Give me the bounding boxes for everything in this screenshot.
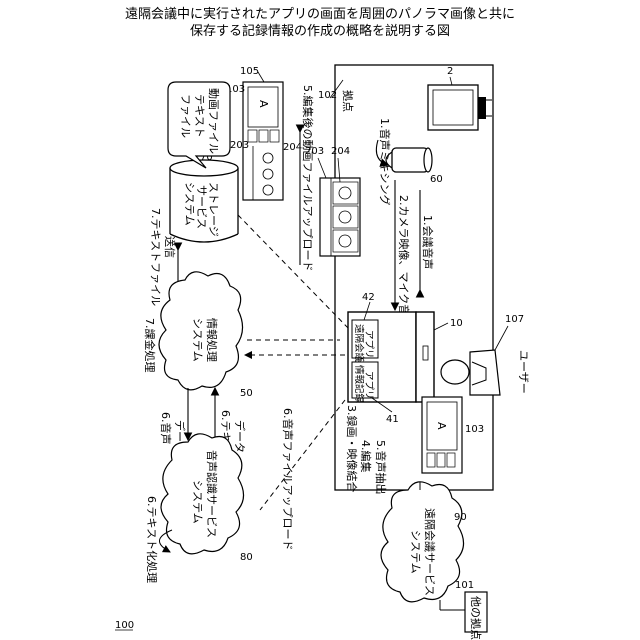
speech-label-2: システム	[191, 480, 204, 524]
ref-204-upper: 204	[283, 142, 302, 153]
step-4-edit: 4.編集	[359, 440, 373, 473]
step-1-mixing: 1.音声ミキシング	[378, 118, 392, 206]
ref-42: 42	[362, 292, 375, 303]
step-7-send-b: 送信	[163, 236, 177, 258]
app-conf-line2: アプリ	[363, 330, 374, 359]
ref-105: 105	[240, 66, 259, 77]
other-site-label: 他の拠点	[469, 596, 482, 640]
ref-103-lower: 103	[465, 424, 484, 435]
step-6-audio-upload: 6.音声ファイルアップロード	[281, 408, 295, 551]
ref-80: 80	[240, 552, 253, 563]
ref-101: 101	[455, 580, 474, 591]
ref-107: 107	[505, 314, 524, 325]
files-label-1: 動画ファイル	[207, 88, 221, 154]
step-2-camera-mic: 2.カメラ映像、マイク音声	[397, 195, 411, 326]
user-label: ユーザー	[517, 350, 530, 394]
step-6-audio-a: 6.音声	[159, 412, 173, 445]
info-label-2: システム	[191, 318, 204, 362]
conf-label-1: 遠隔会議サービス	[423, 508, 437, 596]
info-label-1: 情報処理	[205, 318, 218, 362]
speech-label-1: 音声認識サービス	[205, 450, 219, 538]
screen-letter-lower: A	[435, 422, 448, 430]
step-3-record: 3.録画・映像結合	[345, 405, 359, 493]
display-screen-icon	[422, 397, 462, 473]
step-7-billing: 7.課金処理	[143, 318, 157, 373]
files-label-2: テキスト	[193, 94, 206, 138]
ref-204-mid: 204	[331, 146, 350, 157]
ref-203-upper: 203	[230, 140, 249, 151]
ref-50: 50	[240, 388, 253, 399]
storage-label-3: システム	[183, 182, 196, 226]
site-label: 拠点	[341, 90, 354, 112]
step-5-extract: 5.音声抽出	[374, 440, 388, 495]
audio-upload-link	[260, 400, 345, 510]
ref-10: 10	[450, 318, 463, 329]
step-5-video-upload: 5.編集後の動画ファイルアップロード	[301, 85, 315, 272]
ref-2: 2	[447, 66, 453, 77]
ref-90: 90	[454, 512, 467, 523]
files-label-3: ファイル	[179, 94, 192, 138]
step-6-text-b: データ	[233, 420, 247, 453]
step-1-meeting-audio: 1.会議音声	[421, 215, 435, 270]
ref-41: 41	[386, 414, 399, 425]
monitor-icon	[428, 85, 492, 130]
panorama-video-frames	[320, 178, 360, 256]
user-icon	[441, 350, 500, 395]
ref-60: 60	[430, 174, 443, 185]
step-7-send-a: 7.テキストファイル	[149, 208, 162, 306]
conf-label-2: システム	[409, 530, 422, 574]
app-rec-line2: アプリ	[363, 371, 374, 400]
ref-100: 100	[115, 620, 134, 631]
step-6-textify: 6.テキスト化処理	[145, 496, 159, 583]
conference-speaker-icon	[386, 148, 432, 172]
screen-letter-upper: A	[257, 100, 270, 108]
